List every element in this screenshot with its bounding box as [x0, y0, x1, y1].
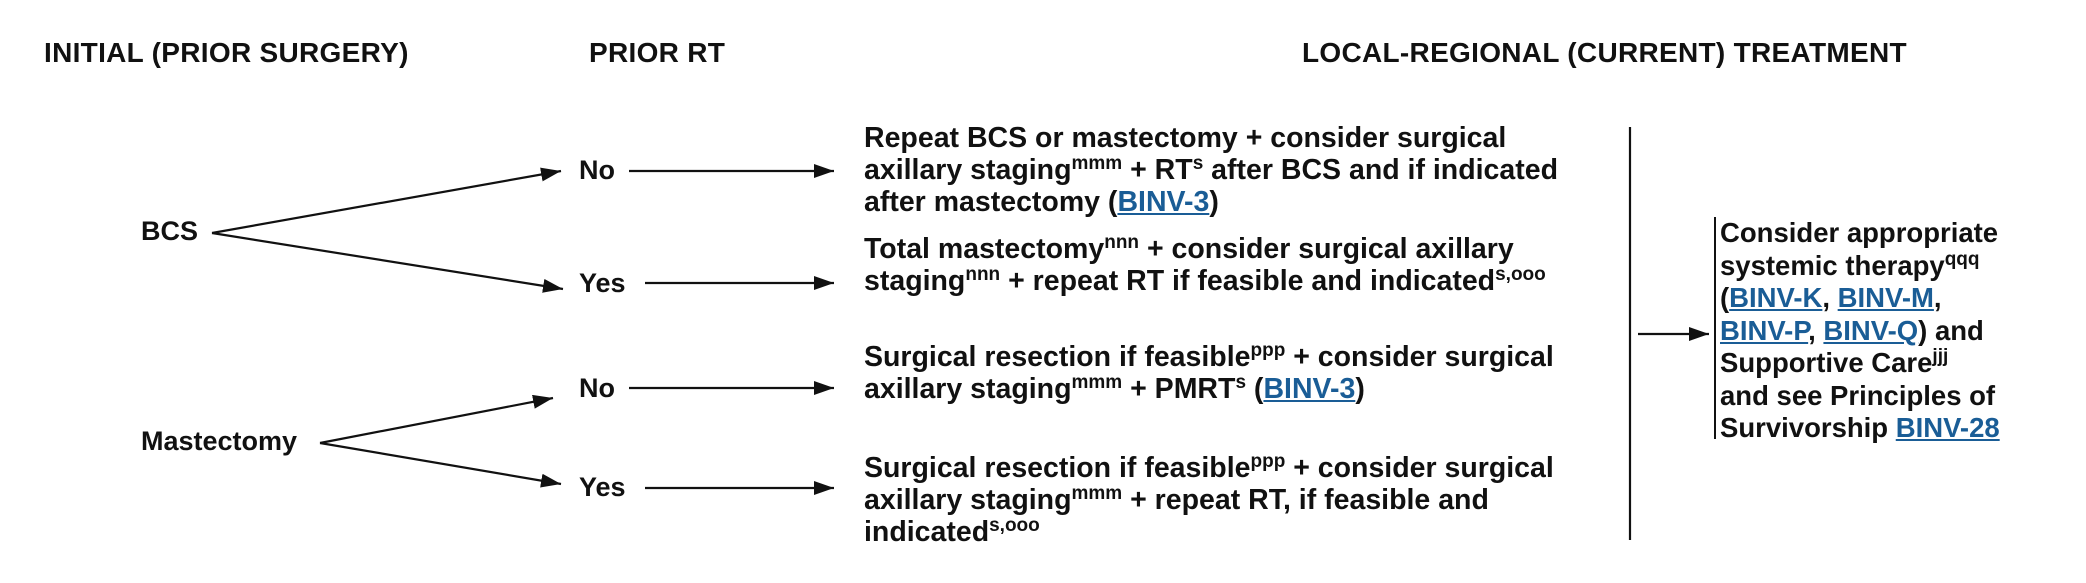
link-binv-q[interactable]: BINV-Q [1823, 314, 1919, 346]
node-bcs-no: No [579, 155, 615, 185]
node-mastectomy: Mastectomy [141, 426, 298, 456]
branch-mastectomy-no [319, 394, 554, 445]
treatment-bcs-yes: Total mastectomynnn + consider surgical … [864, 232, 1546, 297]
treatment-mastectomy-yes: Surgical resection if feasibleppp + cons… [864, 451, 1554, 548]
branch-mastectomy-yes [319, 441, 562, 488]
treatment-bcs-no: Repeat BCS or mastectomy + consider surg… [864, 122, 1558, 218]
link-binv-28[interactable]: BINV-28 [1895, 412, 2000, 443]
header-initial-prior-surgery: INITIAL (PRIOR SURGERY) [44, 37, 409, 68]
branch-bcs-yes [211, 231, 564, 293]
link-binv-k[interactable]: BINV-K [1729, 282, 1823, 313]
link-binv-p[interactable]: BINV-P [1720, 314, 1809, 346]
header-local-regional-treatment: LOCAL-REGIONAL (CURRENT) TREATMENT [1302, 37, 1907, 68]
node-bcs-yes: Yes [579, 268, 626, 298]
node-mastectomy-yes: Yes [579, 472, 626, 502]
link-binv-3[interactable]: BINV-3 [1263, 373, 1356, 405]
link-binv-m[interactable]: BINV-M [1837, 282, 1934, 313]
node-mastectomy-no: No [579, 373, 615, 403]
link-binv-3[interactable]: BINV-3 [1117, 186, 1210, 218]
branch-bcs-no [211, 167, 562, 235]
systemic-therapy-box: Consider appropriate systemic therapyqqq… [1714, 217, 2014, 443]
node-bcs: BCS [141, 216, 199, 246]
header-prior-rt: PRIOR RT [589, 37, 726, 68]
treatment-mastectomy-no: Surgical resection if feasibleppp + cons… [864, 340, 1554, 405]
